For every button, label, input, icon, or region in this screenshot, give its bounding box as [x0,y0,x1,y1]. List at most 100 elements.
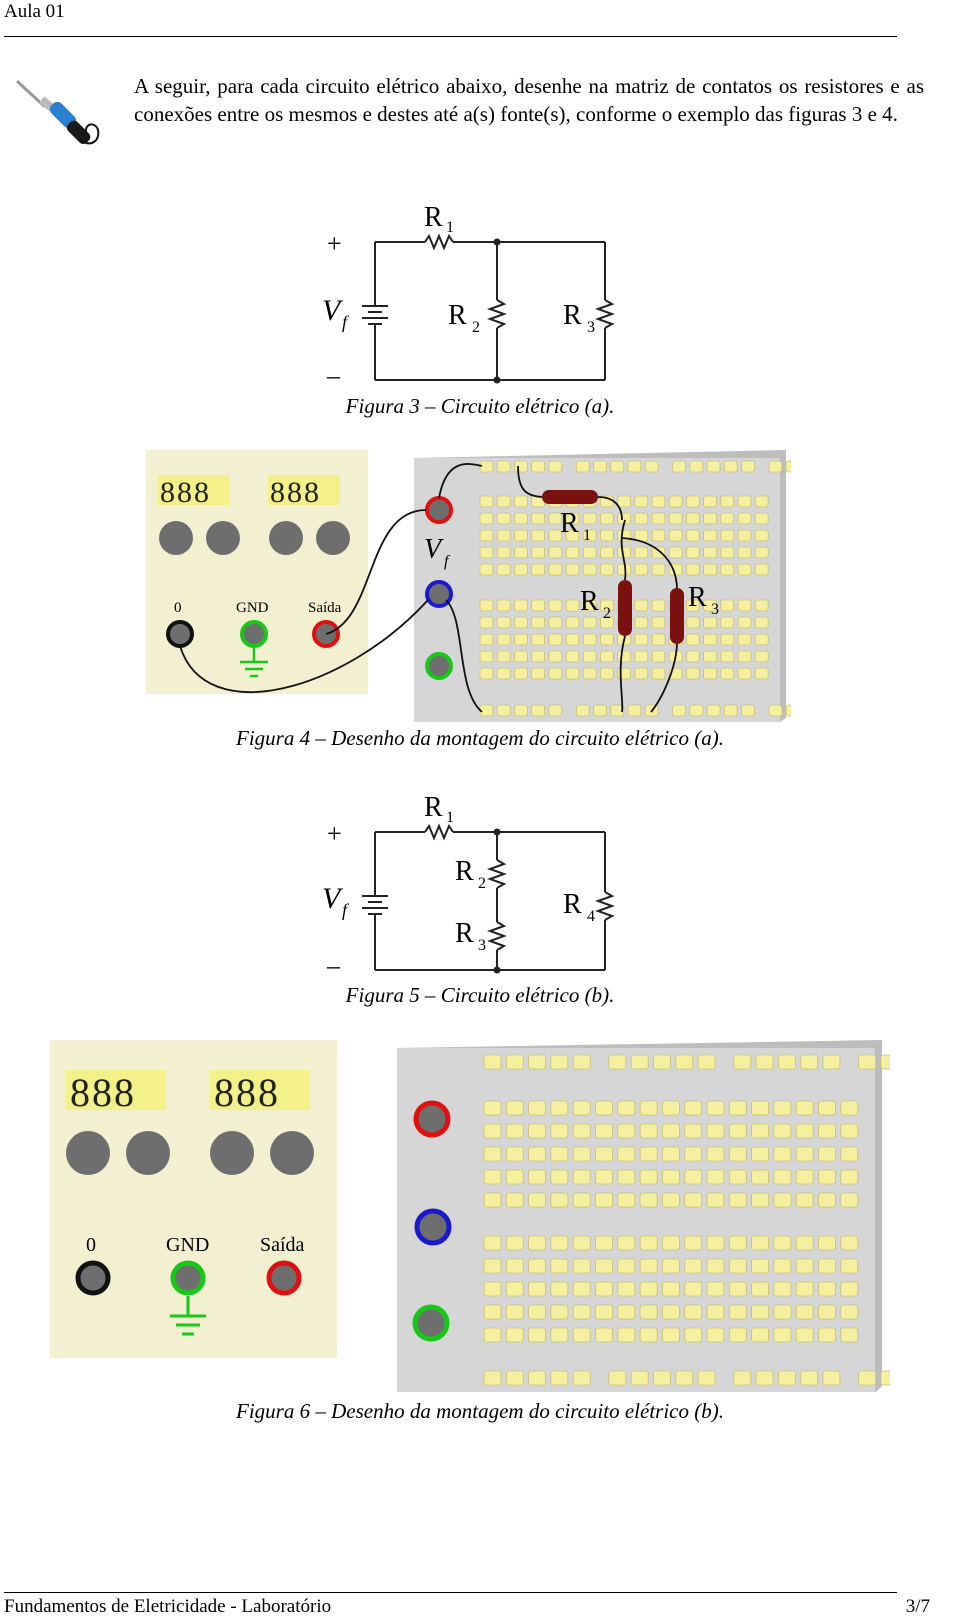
figure-5-circuit: + – V f R 1 R 2 R 3 R 4 [322,792,615,980]
breadboard-hole [531,616,546,629]
fig4-source-sub: f [444,553,451,570]
breadboard-hole [617,1100,636,1116]
fig3-r3-label: R [563,300,582,331]
breadboard-hole [496,633,511,646]
breadboard-hole [595,1327,613,1343]
fig5-minus: – [326,951,341,980]
breadboard-hole [572,1169,591,1185]
breadboard-hole [550,1146,569,1162]
breadboard-hole [644,460,659,473]
breadboard-hole [795,1192,814,1208]
breadboard-hole [773,1235,792,1251]
breadboard-hole [795,1258,814,1274]
breadboard-hole [686,512,700,525]
breadboard-hole [697,1370,716,1386]
breadboard-hole [773,1169,792,1185]
breadboard-hole [496,529,511,542]
breadboard-hole [777,1370,796,1386]
breadboard-hole [773,1123,792,1139]
fig4-display-right-text: 888 [270,476,321,509]
breadboard-hole [505,1327,524,1343]
breadboard-hole [617,1258,636,1274]
breadboard-hole [528,1281,547,1297]
breadboard-hole [651,563,666,576]
breadboard-hole [773,1192,792,1208]
breadboard-hole [496,704,511,717]
fig3-r1-sub: 1 [446,219,454,236]
breadboard-hole [496,650,511,663]
breadboard-hole [728,1304,747,1320]
breadboard-hole [662,1327,680,1343]
footer-course-title: Fundamentos de Eletricidade - Laboratóri… [4,1596,332,1617]
breadboard-hole [818,1327,836,1343]
breadboard-hole [505,1258,524,1274]
breadboard-hole [703,650,717,663]
breadboard-hole [617,495,632,508]
breadboard-hole [639,1100,658,1116]
breadboard-hole [550,1327,569,1343]
breadboard-hole [531,563,546,576]
fig4-bb-jack-blue [425,580,453,608]
breadboard-hole [840,1169,859,1185]
breadboard-hole [686,546,700,559]
breadboard-hole [528,1100,547,1116]
breadboard-hole [531,704,546,717]
breadboard-hole [822,1054,841,1070]
breadboard-hole [513,546,528,559]
breadboard-hole [617,1192,636,1208]
breadboard-hole [795,1235,814,1251]
breadboard-hole [496,495,511,508]
breadboard-hole [706,460,721,473]
fig5-r4-sub: 4 [587,908,595,925]
fig4-bb-jack-red [425,496,453,524]
breadboard-hole [737,616,752,629]
fig4-display-right [268,475,340,505]
breadboard-hole [706,1146,725,1162]
breadboard-hole [565,667,580,680]
fig5-r3-sub: 3 [478,937,486,954]
breadboard-hole [773,1327,792,1343]
breadboard-hole [858,1054,877,1070]
intro-paragraph: A seguir, para cada circuito elétrico ab… [134,74,924,126]
fig6-jack-gnd-label: GND [166,1234,209,1256]
breadboard-hole [575,460,590,473]
breadboard-hole [513,495,528,508]
breadboard-hole [599,599,614,612]
breadboard-hole [496,512,511,525]
breadboard-hole [595,1304,613,1320]
breadboard-hole [668,529,683,542]
breadboard-hole [528,1123,547,1139]
breadboard-hole [496,667,511,680]
breadboard-hole [483,1281,502,1297]
breadboard-hole [723,460,738,473]
breadboard-hole [751,1169,769,1185]
breadboard-hole [505,1054,524,1070]
breadboard-hole [754,512,769,525]
breadboard-hole [672,704,687,717]
breadboard-hole [505,1370,524,1386]
breadboard-hole [548,512,563,525]
breadboard-hole [728,1123,747,1139]
breadboard-hole [684,1281,703,1297]
breadboard-hole [689,704,704,717]
fig4-r3-sub: 3 [711,601,719,618]
breadboard-hole [582,599,597,612]
breadboard-hole [737,512,752,525]
breadboard-hole [505,1235,524,1251]
breadboard-hole [751,1235,769,1251]
breadboard-hole [728,1258,747,1274]
breadboard-hole [550,1100,569,1116]
breadboard-hole [496,616,511,629]
footer-rule [4,1592,897,1593]
breadboard-hole [686,599,700,612]
breadboard-hole [686,633,700,646]
breadboard-hole [703,599,717,612]
breadboard-hole [483,1146,502,1162]
fig3-r2-label: R [448,300,467,331]
breadboard-hole [720,667,735,680]
breadboard-hole [737,546,752,559]
breadboard-hole [651,633,666,646]
breadboard-hole [531,667,546,680]
breadboard-hole [728,1235,747,1251]
breadboard-hole [697,1054,716,1070]
